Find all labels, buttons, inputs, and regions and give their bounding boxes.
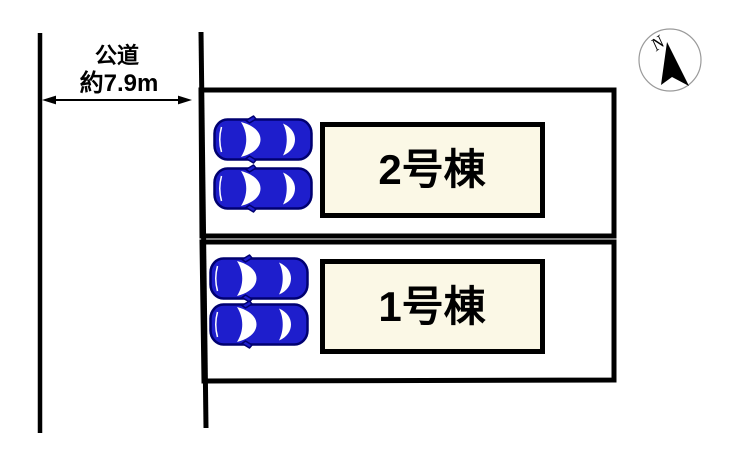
compass-needle-icon [661,42,689,86]
building-2-label: 2号棟 [378,146,486,193]
road-name-label: 公道 [95,43,139,68]
building-2-box [320,122,545,218]
property-boundary-line [198,31,209,429]
road-width-label: 約7.9m [80,69,159,97]
building-1-label: 1号棟 [378,283,486,330]
building-1-box [320,259,545,354]
arrow-head-left-icon [42,95,56,105]
car-icon [213,163,313,214]
car-icon [213,114,313,165]
road-width-arrow [42,95,192,105]
car-icon [209,299,309,350]
car-icon [209,253,309,304]
arrow-head-right-icon [178,95,192,105]
compass: N [638,28,702,92]
